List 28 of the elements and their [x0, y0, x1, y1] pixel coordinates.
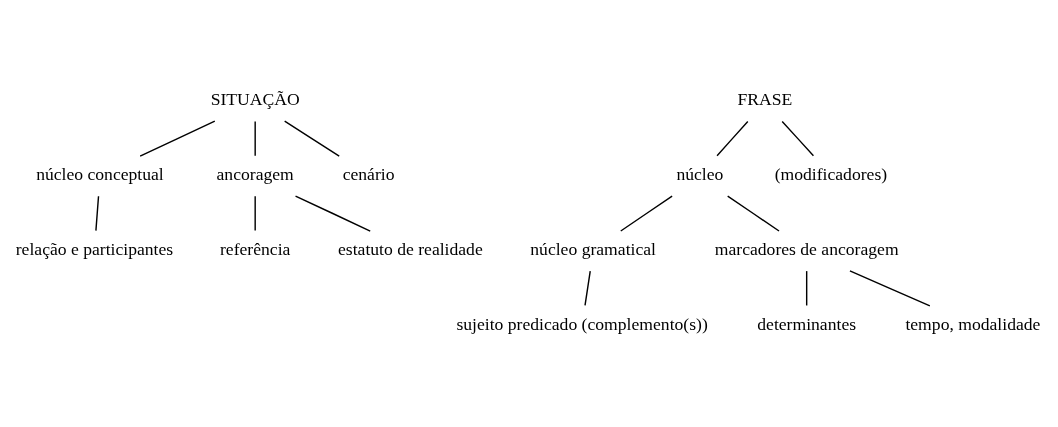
node-text: sujeito predicado (complemento(s)) — [456, 313, 708, 334]
connector — [254, 195, 256, 232]
node-text: núcleo conceptual — [36, 164, 164, 185]
node-text: estatuto de realidade — [338, 239, 483, 260]
node-text: núcleo — [676, 164, 724, 185]
node-text: referência — [219, 239, 291, 260]
node-text: cenário — [342, 164, 395, 185]
node-text: FRASE — [737, 89, 793, 110]
node-text: marcadores de ancoragem — [714, 239, 899, 260]
connector — [584, 270, 591, 307]
connector — [254, 120, 256, 157]
connector — [294, 195, 371, 232]
node-text: (modificadores) — [774, 164, 888, 185]
connector — [95, 195, 100, 232]
connector — [716, 120, 749, 157]
connector — [620, 195, 673, 232]
node-text: relação e participantes — [15, 239, 174, 260]
connector — [849, 270, 931, 307]
node-text: ancoragem — [216, 164, 294, 185]
node-text: determinantes — [757, 313, 857, 334]
node-text: tempo, modalidade — [905, 313, 1041, 334]
node-text: núcleo gramatical — [530, 239, 656, 260]
connector — [139, 120, 216, 157]
connector — [781, 120, 815, 157]
connector — [726, 195, 780, 232]
connector — [283, 120, 340, 157]
connector — [805, 270, 808, 307]
node-text: SITUAÇÃO — [210, 89, 300, 110]
